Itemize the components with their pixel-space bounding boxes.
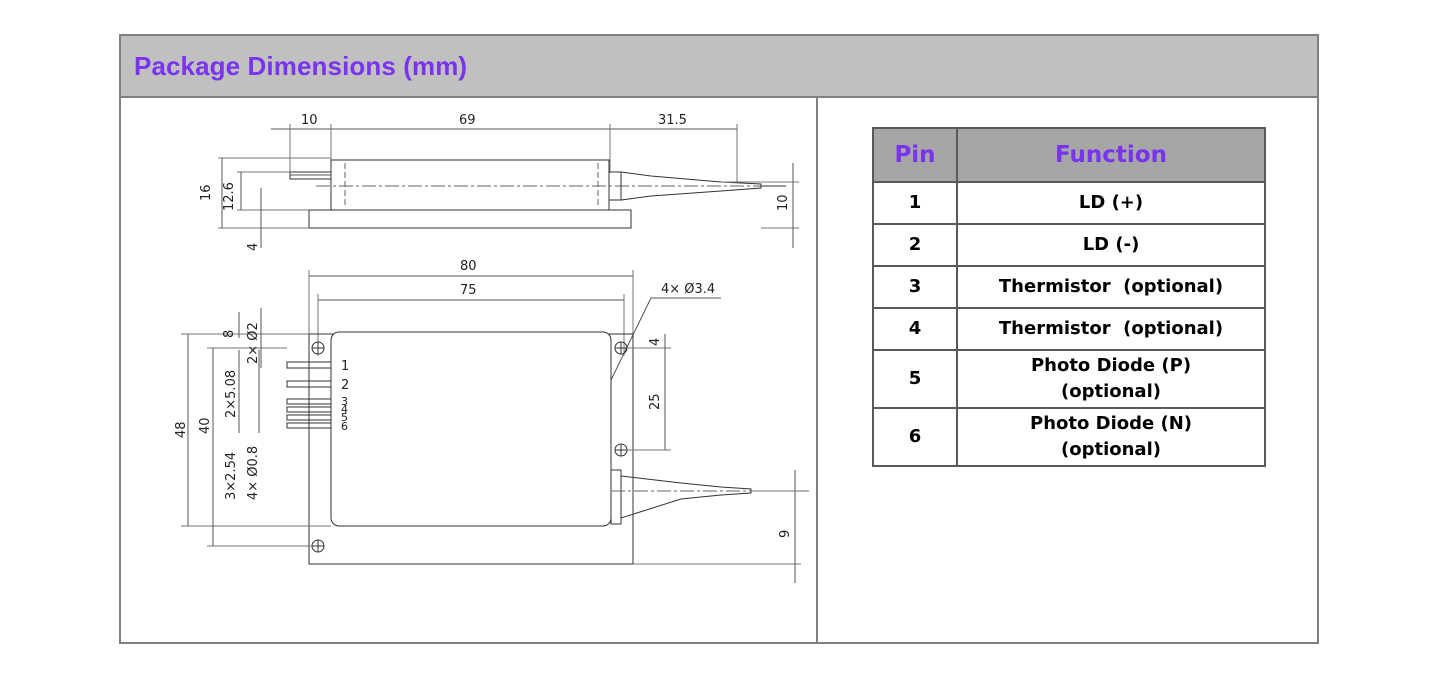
panel-title: Package Dimensions (mm) bbox=[134, 51, 468, 81]
pin-function-line: Photo Diode (P) bbox=[1030, 355, 1192, 376]
dim-left-4: 4 bbox=[246, 243, 261, 251]
hole-callout: 4× Ø3.4 bbox=[661, 282, 715, 297]
dim-top-1: 10 bbox=[301, 113, 318, 128]
dim-2-dia-2: 2× Ø2 bbox=[246, 322, 261, 364]
pin-label-1: 1 bbox=[341, 359, 349, 374]
panel-header: Package Dimensions (mm) bbox=[121, 36, 1317, 98]
package-dimensions-panel: Package Dimensions (mm) 10 69 31.5 bbox=[119, 34, 1319, 644]
column-header-function: Function bbox=[956, 127, 1266, 183]
pin-number: 2 bbox=[872, 223, 958, 267]
pin-label-3: 3 bbox=[341, 395, 348, 408]
pin-function-line: (optional) bbox=[1061, 439, 1161, 460]
pin-function-line: (optional) bbox=[1061, 381, 1161, 402]
dim-75: 75 bbox=[460, 283, 477, 298]
pin-function: Thermistor (optional) bbox=[956, 307, 1266, 351]
pin-function: Photo Diode (N) (optional) bbox=[956, 407, 1266, 467]
dim-top-3: 31.5 bbox=[658, 113, 687, 128]
table-row: 4 Thermistor (optional) bbox=[872, 307, 1266, 351]
pin-label-4: 4 bbox=[341, 403, 348, 416]
pin-number: 5 bbox=[872, 349, 958, 409]
pin-function: Photo Diode (P) (optional) bbox=[956, 349, 1266, 409]
dim-pin-dia: 4× Ø0.8 bbox=[246, 446, 261, 500]
pin-number: 4 bbox=[872, 307, 958, 351]
dimension-drawing: 10 69 31.5 bbox=[121, 98, 816, 642]
dim-pitch-2-54: 3×2.54 bbox=[224, 452, 239, 500]
pin-label-5: 5 bbox=[341, 411, 348, 424]
dim-left-12-6: 12.6 bbox=[222, 182, 237, 211]
top-view: 80 75 4× Ø3.4 bbox=[174, 259, 811, 583]
dim-8: 8 bbox=[222, 330, 237, 338]
dim-top-2: 69 bbox=[459, 113, 476, 128]
pin-function: Thermistor (optional) bbox=[956, 265, 1266, 309]
dim-40: 40 bbox=[198, 417, 213, 434]
table-header-row: Pin Function bbox=[872, 127, 1266, 183]
pin-number: 3 bbox=[872, 265, 958, 309]
table-row: 3 Thermistor (optional) bbox=[872, 265, 1266, 309]
pin-function: LD (-) bbox=[956, 223, 1266, 267]
table-row: 5 Photo Diode (P) (optional) bbox=[872, 349, 1266, 409]
pin-label-6: 6 bbox=[341, 420, 348, 433]
pin-number: 1 bbox=[872, 181, 958, 225]
mechanical-drawing-svg: 10 69 31.5 bbox=[174, 113, 811, 583]
dim-right-9: 9 bbox=[778, 530, 793, 538]
pin-function-line: Photo Diode (N) bbox=[1030, 413, 1192, 434]
panel-divider bbox=[816, 98, 818, 642]
dim-48: 48 bbox=[174, 421, 189, 438]
table-row: 1 LD (+) bbox=[872, 181, 1266, 225]
pin-number: 6 bbox=[872, 407, 958, 467]
pin-function: LD (+) bbox=[956, 181, 1266, 225]
dim-left-16: 16 bbox=[199, 184, 214, 201]
dim-pitch-5-08: 2×5.08 bbox=[224, 370, 239, 418]
dim-right-10: 10 bbox=[776, 194, 791, 211]
table-row: 2 LD (-) bbox=[872, 223, 1266, 267]
column-header-pin: Pin bbox=[872, 127, 958, 183]
pin-function-table: Pin Function 1 LD (+) 2 LD (-) 3 Thermis… bbox=[872, 127, 1266, 467]
table-row: 6 Photo Diode (N) (optional) bbox=[872, 407, 1266, 467]
dim-right-4: 4 bbox=[648, 338, 663, 346]
dim-80: 80 bbox=[460, 259, 477, 274]
side-view: 10 69 31.5 bbox=[199, 113, 799, 251]
pin-label-2: 2 bbox=[341, 378, 349, 393]
dim-right-25: 25 bbox=[648, 393, 663, 410]
